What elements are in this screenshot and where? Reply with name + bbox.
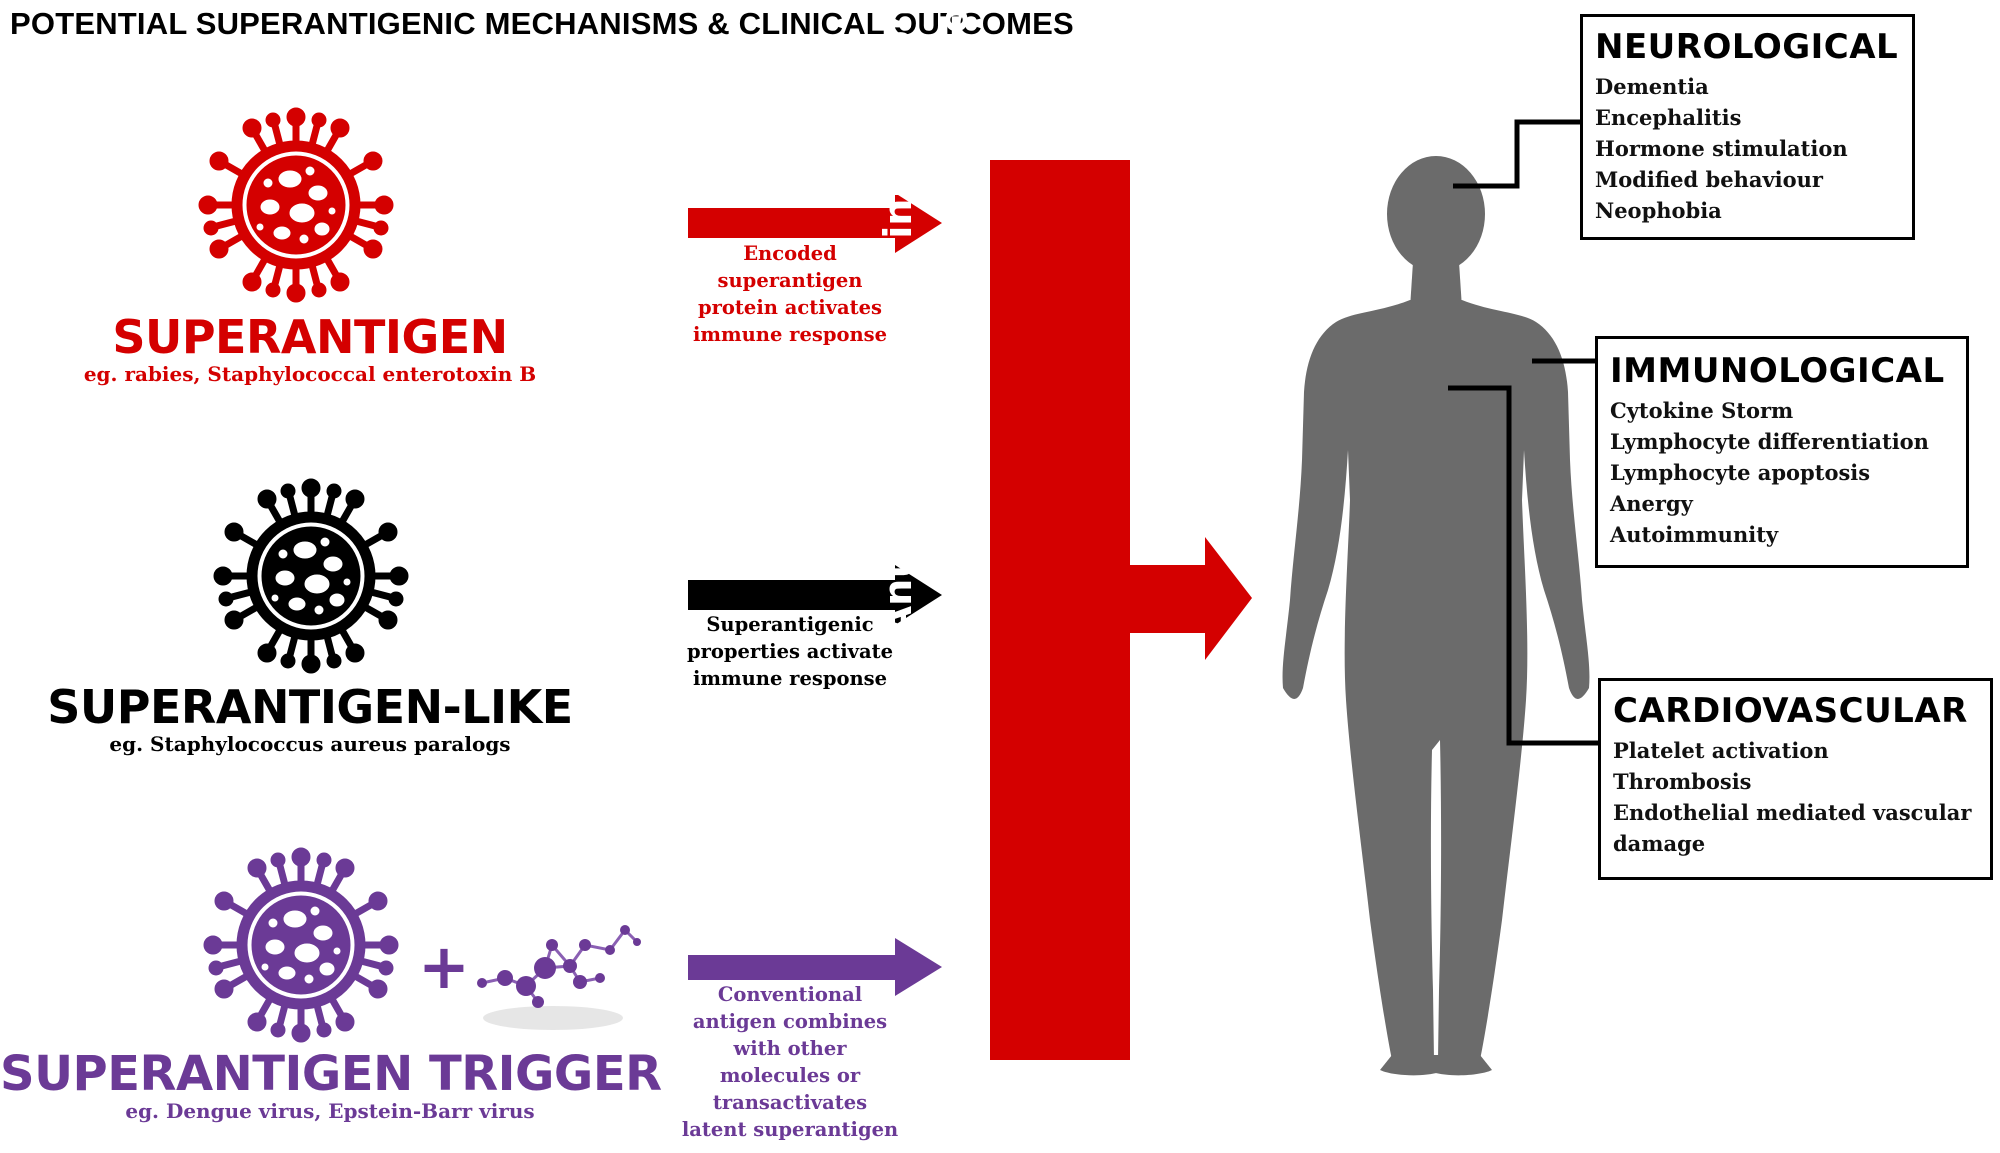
list-item: Endothelial mediated vascular: [1613, 800, 1972, 825]
list-item: Platelet activation: [1613, 738, 1829, 763]
center-bar-text: Antigen mediated interaction with over 5…: [876, 0, 976, 636]
virus-icon-red: [199, 108, 393, 302]
connector-lines: [1448, 119, 1598, 746]
list-item: Cytokine Storm: [1610, 398, 1794, 423]
human-silhouette: [1282, 156, 1590, 1076]
label-superantigen-trigger: SUPERANTIGEN TRIGGER: [0, 1046, 662, 1102]
outcome-title: CARDIOVASCULAR: [1613, 691, 1968, 731]
list-item: Hormone stimulation: [1595, 136, 1848, 161]
label-superantigen-like: SUPERANTIGEN-LIKE: [47, 680, 573, 734]
center-arrow: [1125, 537, 1252, 660]
arrow-red: [688, 193, 942, 253]
example-superantigen: eg. rabies, Staphylococcal enterotoxin B: [83, 362, 537, 386]
list-item: Lymphocyte differentiation: [1610, 429, 1929, 454]
arrow-black: [688, 565, 942, 625]
label-superantigen: SUPERANTIGEN: [112, 310, 508, 364]
outcome-box-cardiovascular: CARDIOVASCULAR Platelet activation Throm…: [1598, 678, 1993, 880]
molecule-icon: [477, 925, 641, 1030]
outcome-box-neurological: NEUROLOGICAL Dementia Encephalitis Hormo…: [1580, 14, 1915, 240]
virus-icon-black: [214, 479, 408, 673]
plus-sign: +: [418, 930, 470, 1003]
arrow-purple: [688, 938, 942, 996]
list-item: Autoimmunity: [1610, 522, 1779, 547]
list-item: Dementia: [1595, 74, 1709, 99]
list-item: Anergy: [1610, 491, 1693, 516]
outcome-title: IMMUNOLOGICAL: [1610, 351, 1945, 391]
outcome-title: NEUROLOGICAL: [1595, 27, 1899, 67]
outcome-box-immunological: IMMUNOLOGICAL Cytokine Storm Lymphocyte …: [1595, 336, 1969, 568]
virus-icon-purple: [204, 848, 398, 1042]
list-item: Thrombosis: [1613, 769, 1752, 794]
list-item: Modified behaviour: [1595, 167, 1823, 192]
center-bar: [990, 160, 1130, 1060]
list-item: Lymphocyte apoptosis: [1610, 460, 1871, 485]
list-item: Encephalitis: [1595, 105, 1742, 130]
list-item: damage: [1613, 831, 1706, 856]
example-superantigen-like: eg. Staphylococcus aureus paralogs: [109, 732, 511, 756]
list-item: Neophobia: [1595, 198, 1722, 223]
example-superantigen-trigger: eg. Dengue virus, Epstein-Barr virus: [125, 1099, 535, 1123]
page-title: POTENTIAL SUPERANTIGENIC MECHANISMS & CL…: [10, 6, 1074, 41]
